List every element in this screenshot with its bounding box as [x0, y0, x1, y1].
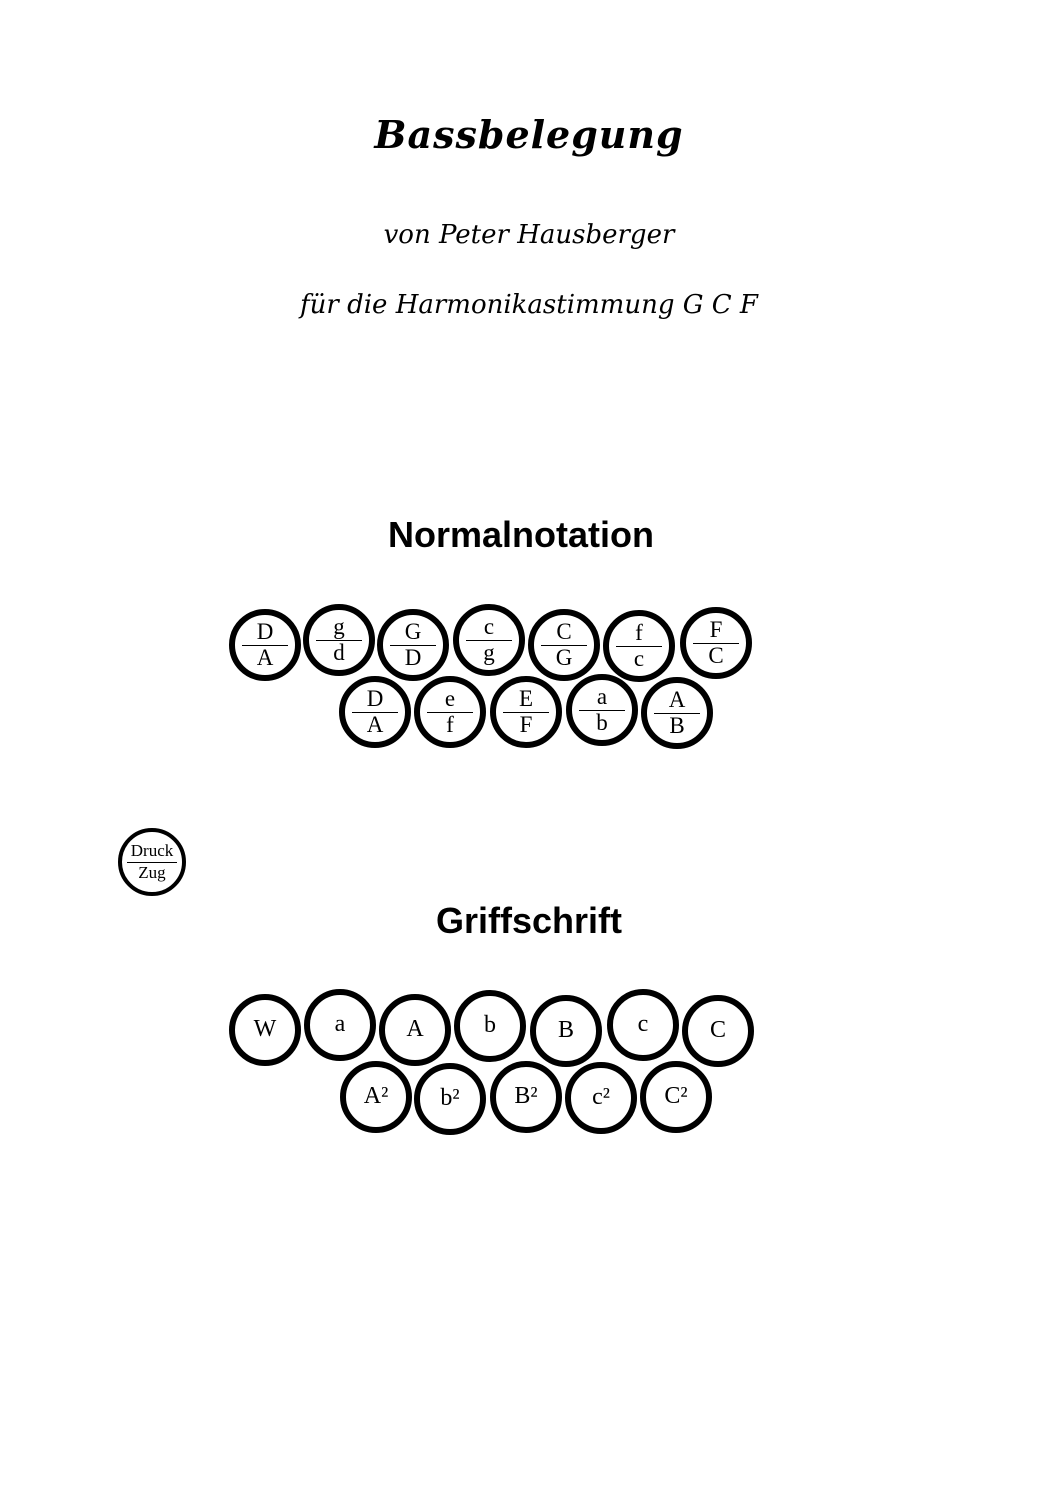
- divider: [352, 712, 398, 713]
- griff-button: B²: [490, 1061, 562, 1133]
- divider: [390, 645, 436, 646]
- divider: [693, 643, 739, 644]
- griff-label: A²: [363, 1083, 389, 1109]
- griff-label: B²: [514, 1083, 538, 1109]
- pull-note: c: [633, 646, 645, 671]
- griff-label: W: [253, 1016, 277, 1042]
- griff-label: A: [406, 1016, 424, 1042]
- push-note: E: [518, 686, 534, 711]
- bass-button: e f: [414, 676, 486, 748]
- push-note: D: [366, 686, 384, 711]
- divider: [242, 645, 288, 646]
- griff-button: b²: [414, 1063, 486, 1135]
- pull-note: B: [669, 713, 685, 738]
- druck-zug-legend: Druck Zug: [118, 828, 186, 896]
- pull-note: C: [708, 643, 724, 668]
- divider: [579, 710, 625, 711]
- pull-note: D: [404, 645, 422, 670]
- push-note: a: [596, 684, 608, 709]
- legend-pull-label: Zug: [138, 863, 166, 882]
- bass-button: D A: [339, 676, 411, 748]
- pull-note: d: [333, 640, 345, 665]
- normalnotation-heading: Normalnotation: [388, 514, 654, 555]
- bass-button: E F: [490, 676, 562, 748]
- page-title: Bassbelegung: [374, 112, 684, 157]
- divider: [316, 640, 362, 641]
- divider: [654, 713, 700, 714]
- bass-button: G D: [377, 609, 449, 681]
- griff-label: b: [484, 1012, 496, 1038]
- bass-button: F C: [680, 607, 752, 679]
- push-note: D: [256, 619, 274, 644]
- griff-button: B: [530, 995, 602, 1067]
- bass-button: f c: [603, 610, 675, 682]
- push-note: G: [404, 619, 422, 644]
- griff-button: A²: [340, 1061, 412, 1133]
- griff-button: A: [379, 994, 451, 1066]
- griff-button: W: [229, 994, 301, 1066]
- divider: [503, 712, 549, 713]
- bass-button: a b: [566, 674, 638, 746]
- divider: [427, 712, 473, 713]
- push-note: e: [444, 686, 456, 711]
- divider: [541, 645, 587, 646]
- griff-button: a: [304, 989, 376, 1061]
- griff-button: c²: [565, 1062, 637, 1134]
- pull-note: A: [366, 712, 384, 737]
- griff-label: b²: [440, 1085, 460, 1111]
- pull-note: A: [256, 645, 274, 670]
- pull-note: g: [483, 640, 495, 665]
- griff-label: C²: [664, 1083, 688, 1109]
- pull-note: G: [555, 645, 573, 670]
- divider: [466, 640, 512, 641]
- griff-label: a: [334, 1011, 346, 1037]
- tuning-line: für die Harmonikastimmung G C F: [300, 290, 758, 320]
- push-note: C: [556, 619, 572, 644]
- griff-label: C: [709, 1017, 726, 1043]
- push-note: A: [668, 687, 686, 712]
- push-note: f: [635, 620, 643, 645]
- griff-label: B: [557, 1017, 574, 1043]
- pull-note: f: [446, 712, 454, 737]
- bass-button: A B: [641, 677, 713, 749]
- griff-button: b: [454, 990, 526, 1062]
- push-note: c: [483, 614, 495, 639]
- divider: [127, 862, 177, 863]
- griff-button: C²: [640, 1061, 712, 1133]
- push-note: g: [333, 614, 345, 639]
- griff-button: C: [682, 995, 754, 1067]
- bass-button: c g: [453, 604, 525, 676]
- pull-note: F: [519, 712, 533, 737]
- griffschrift-heading: Griffschrift: [435, 900, 622, 941]
- legend-push-label: Druck: [130, 841, 174, 860]
- bass-button: g d: [303, 604, 375, 676]
- griff-label: c²: [592, 1084, 610, 1110]
- bass-button: D A: [229, 609, 301, 681]
- pull-note: b: [596, 710, 608, 735]
- push-note: F: [709, 617, 723, 642]
- griff-label: c: [637, 1011, 649, 1037]
- griff-button: c: [607, 989, 679, 1061]
- divider: [616, 646, 662, 647]
- bass-button: C G: [528, 609, 600, 681]
- author-line: von Peter Hausberger: [383, 220, 675, 250]
